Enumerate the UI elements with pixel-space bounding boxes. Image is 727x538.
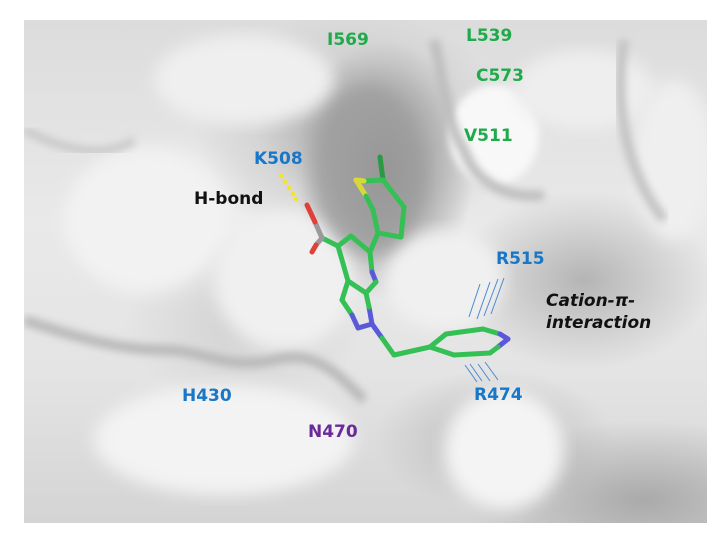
- hbond-label: H-bond: [194, 189, 264, 209]
- methyl-bond: [377, 154, 386, 183]
- cation-pi-label-line2: interaction: [546, 313, 652, 333]
- residue-label-r474: R474: [474, 385, 523, 405]
- hbond-dots: [278, 173, 299, 202]
- residue-label-c573: C573: [476, 66, 524, 86]
- residue-label-k508: K508: [254, 149, 303, 169]
- residue-label-i569: I569: [327, 30, 369, 50]
- residue-label-n470: N470: [308, 422, 358, 442]
- residue-label-l539: L539: [466, 26, 513, 46]
- protein-surface: [24, 20, 707, 523]
- residue-label-h430: H430: [182, 386, 232, 406]
- cation-pi-label: Cation-π- interaction: [546, 290, 651, 334]
- surface-shading: [24, 35, 707, 510]
- cation-pi-lines-r474: [464, 361, 499, 383]
- cation-pi-lines-r515: [468, 277, 505, 320]
- residue-label-v511: V511: [464, 126, 513, 146]
- cation-pi-label-line1: Cation-π-: [546, 291, 636, 311]
- residue-label-r515: R515: [496, 249, 545, 269]
